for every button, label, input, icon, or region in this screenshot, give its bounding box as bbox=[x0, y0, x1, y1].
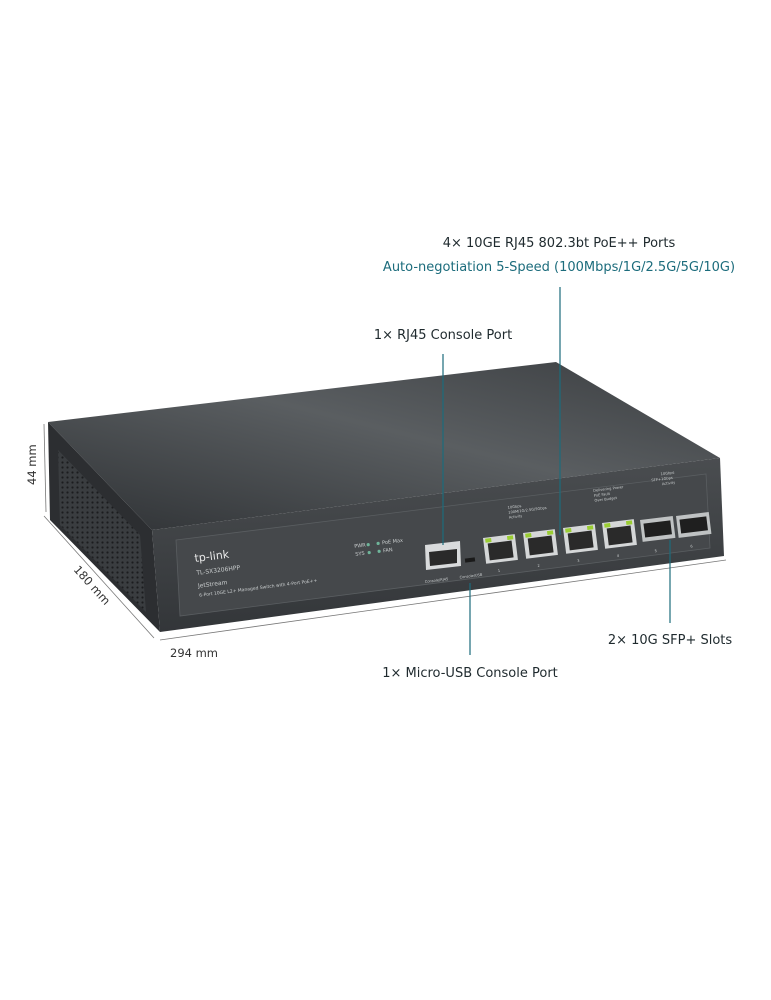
led-pwr bbox=[366, 543, 370, 547]
rj45-poe-ports bbox=[483, 519, 637, 564]
width-dimension: 294 mm bbox=[170, 646, 218, 660]
speed-legend-activity: Activity bbox=[509, 514, 524, 520]
led-label-fan: FAN bbox=[383, 547, 394, 554]
rj45-console-port bbox=[425, 541, 461, 570]
callout-usb-console: 1× Micro-USB Console Port bbox=[382, 666, 558, 681]
poe-legend-delivering: Delivering Power bbox=[593, 485, 624, 493]
sfp-legend-10g: 10Gbps bbox=[660, 471, 674, 477]
led-poe-max bbox=[376, 541, 380, 546]
led-label-pwr: PWR bbox=[354, 542, 367, 549]
brand-logo: tp-link bbox=[194, 548, 231, 565]
port-number: 6 bbox=[690, 544, 693, 548]
side-vents bbox=[58, 450, 146, 612]
callout-poe-ports-subtitle: Auto-negotiation 5-Speed (100Mbps/1G/2.5… bbox=[383, 260, 735, 275]
series-label: JetStream bbox=[197, 579, 228, 590]
callout-leaders bbox=[442, 287, 671, 655]
micro-usb-port bbox=[464, 557, 476, 563]
console-usb-label: Console/USB bbox=[459, 573, 483, 580]
sfp-slots bbox=[640, 511, 712, 542]
callout-sfp-slots: 2× 10G SFP+ Slots bbox=[608, 633, 733, 648]
led-label-sys: SYS bbox=[355, 551, 365, 558]
dimension-lines bbox=[43, 423, 727, 641]
height-dimension: 44 mm bbox=[25, 444, 39, 485]
switch-chassis bbox=[48, 362, 724, 632]
poe-legend-over-budget: Over Budget bbox=[594, 496, 618, 503]
led-fan bbox=[377, 549, 381, 553]
port-number: 1 bbox=[498, 569, 501, 573]
sfp-legend-1g: 1Gbps bbox=[661, 476, 673, 481]
speed-legend-10g: 10Gbps bbox=[507, 504, 521, 510]
port-number: 3 bbox=[577, 559, 580, 563]
port-number: 4 bbox=[617, 554, 620, 558]
callout-rj45-console: 1× RJ45 Console Port bbox=[374, 328, 512, 343]
led-sys bbox=[367, 550, 371, 555]
speed-legend-multi: 100M/1G/2.5G/5Gbps bbox=[508, 506, 547, 515]
sfp-label: SFP+ bbox=[651, 477, 661, 482]
poe-legend-fault: PoE Fault bbox=[594, 492, 611, 498]
sfp-legend-activity: Activity bbox=[662, 480, 677, 486]
port-number: 5 bbox=[654, 549, 657, 553]
console-rj45-label: Console/RJ45 bbox=[425, 577, 449, 584]
port-number: 2 bbox=[537, 564, 540, 568]
led-label-poe-max: PoE Max bbox=[382, 538, 404, 547]
callout-poe-ports-title: 4× 10GE RJ45 802.3bt PoE++ Ports bbox=[443, 236, 676, 251]
